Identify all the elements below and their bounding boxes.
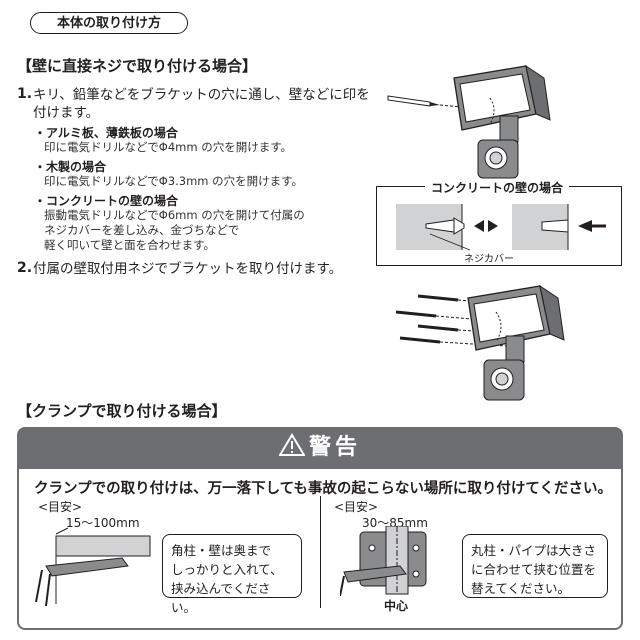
step1-number: 1. <box>17 86 33 102</box>
warning-title: 警告 <box>308 435 361 460</box>
item-wood-head: ・木製の場合 <box>34 160 107 174</box>
screw-cover-illustration <box>396 204 606 251</box>
screw-cover-label: ネジカバー <box>464 254 514 265</box>
screw-mount-illustration <box>395 284 565 401</box>
item-concrete-head: ・コンクリートの壁の場合 <box>34 194 179 208</box>
left-range-label: 15～100mm <box>66 516 140 530</box>
flood-light-icon <box>453 64 551 179</box>
item-concrete-text-1: 振動電気ドリルなどでΦ6mm の穴を開けて付属の <box>44 208 305 222</box>
item-aluminum-text: 印に電気ドリルなどでΦ4mm の穴を開けます。 <box>44 140 293 154</box>
warning-header: 警告 <box>17 427 623 469</box>
step2-text: 付属の壁取付用ネジでブラケットを取り付けます。 <box>33 261 343 277</box>
left-note-line-1: 角柱・壁は奥まで <box>171 543 272 558</box>
item-concrete-text-2: ネジカバーを差し込み、金づちなどで <box>44 223 240 237</box>
screw-cover-icon <box>425 217 465 235</box>
warning-message: クランプでの取り付けは、万一落下しても事故の起こらない場所に取り付けてください。 <box>34 481 612 497</box>
left-note-line-3: 挟み込んでください。 <box>171 581 271 615</box>
arrow-right-icon <box>488 220 498 232</box>
pencil-icon <box>387 95 440 107</box>
step1-text-line1: キリ、鉛筆などをブラケットの穴に通し、壁などに印を <box>33 87 370 103</box>
square-pillar-clamp-illustration <box>35 527 151 607</box>
arrow-left-icon <box>578 220 592 232</box>
right-note-box: 丸柱・パイプは大きさ に合わせて挟む位置を 替えてください。 <box>462 534 608 598</box>
round-pipe-clamp-illustration <box>340 526 427 596</box>
clamp-divider <box>320 496 321 608</box>
left-note-line-2: しっかりと入れて、 <box>171 562 283 577</box>
item-concrete-text-3: 軽く叩いて壁と面を合わせます。 <box>44 238 216 252</box>
item-wood-text: 印に電気ドリルなどでΦ3.3mm の穴を開けます。 <box>44 174 304 188</box>
center-label: 中心 <box>384 599 409 613</box>
left-guide-label: <目安> <box>38 500 83 514</box>
step1-text-line2: 付けます。 <box>33 105 100 121</box>
item-aluminum-head: ・アルミ板、薄鉄板の場合 <box>34 126 178 140</box>
clamp-mount-heading: 【クランプで取り付ける場合】 <box>17 402 227 420</box>
screw-mount-heading: 【壁に直接ネジで取り付ける場合】 <box>17 57 258 75</box>
concrete-figure-title: コンクリートの壁の場合 <box>425 179 570 196</box>
flood-light-icon <box>467 284 565 401</box>
section-title-pill: 本体の取り付け方 <box>30 12 188 34</box>
right-note-line-3: 替えてください。 <box>471 581 571 596</box>
right-note-line-1: 丸柱・パイプは大きさ <box>471 543 597 558</box>
right-range-label: 30～85mm <box>362 516 428 530</box>
warning-body <box>17 469 623 630</box>
warning-triangle-icon <box>278 433 306 456</box>
left-note-box: 角柱・壁は奥まで しっかりと入れて、 挟み込んでください。 <box>162 534 302 615</box>
light-marking-illustration <box>387 64 551 179</box>
right-note-line-2: に合わせて挟む位置を <box>471 562 597 577</box>
step2-number: 2. <box>17 260 33 276</box>
wall-screw-icon <box>395 294 459 344</box>
right-guide-label: <目安> <box>334 500 379 514</box>
